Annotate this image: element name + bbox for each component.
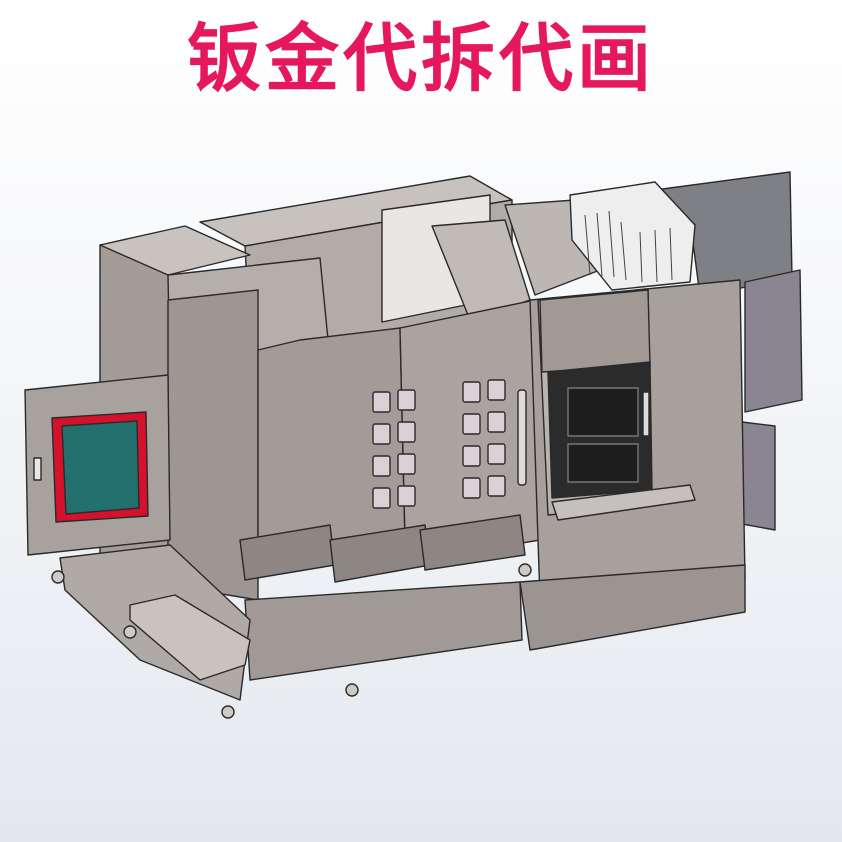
cooling-fins — [584, 210, 673, 283]
left-top-panel — [99, 225, 251, 276]
control-side-handle — [642, 391, 650, 437]
left-window-grid — [372, 389, 416, 509]
side-cover-panel — [744, 269, 803, 413]
base-right — [519, 564, 746, 651]
chip-tray-right — [419, 514, 526, 571]
control-panel-head — [539, 289, 651, 373]
conveyor-tray — [129, 594, 251, 681]
control-shelf — [551, 484, 696, 521]
control-keypad — [567, 443, 639, 483]
base-front — [244, 581, 523, 681]
right-window-grid — [462, 379, 506, 499]
leveling-feet — [51, 563, 532, 719]
control-screen — [567, 387, 639, 437]
door-handle — [33, 457, 42, 481]
lower-side-panel — [741, 421, 776, 531]
page-title: 钣金代拆代画 — [187, 16, 655, 102]
door-window-glass — [61, 420, 140, 515]
front-door-handle — [517, 389, 527, 486]
